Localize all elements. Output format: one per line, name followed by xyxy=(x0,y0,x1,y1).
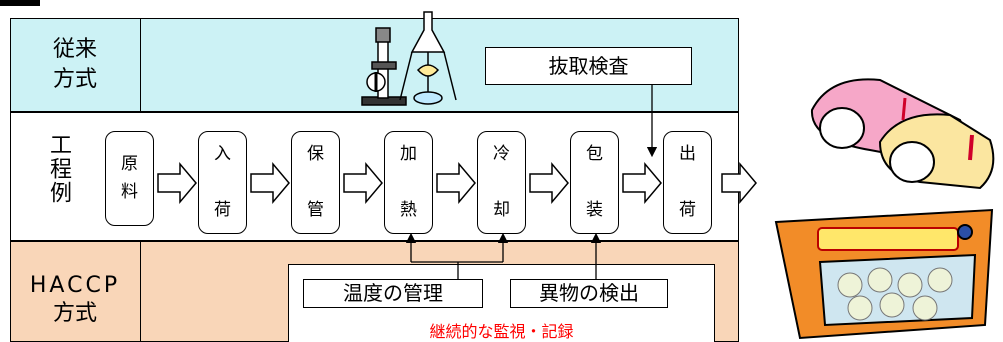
flask-apparatus-icon xyxy=(399,11,457,105)
step-storage-char1: 保 xyxy=(307,144,324,164)
step-receiving: 入 荷 xyxy=(198,131,247,234)
flow-arrow-1 xyxy=(157,161,197,205)
foreign-detection-label: 異物の検出 xyxy=(539,281,639,305)
temperature-control-box: 温度の管理 xyxy=(303,279,483,308)
flow-arrow-3 xyxy=(343,161,383,205)
sausage-package-icon xyxy=(810,78,995,190)
microscope-icon xyxy=(361,27,407,106)
process-label: 工程例 xyxy=(46,133,71,205)
step-shipping-char2: 荷 xyxy=(679,200,696,220)
step-cooling: 冷 却 xyxy=(477,131,526,234)
step-raw-material-char1: 原 xyxy=(121,154,138,174)
temperature-control-label: 温度の管理 xyxy=(343,281,443,305)
continuous-monitoring-text: 継続的な監視・記録 xyxy=(429,322,574,341)
conventional-label: 従来 方式 xyxy=(10,35,140,95)
flow-arrow-6 xyxy=(622,161,662,205)
step-heating-char1: 加 xyxy=(400,144,417,164)
step-shipping: 出 荷 xyxy=(663,131,712,234)
step-packaging: 包 装 xyxy=(570,131,619,234)
flow-arrow-5 xyxy=(529,161,569,205)
flow-arrow-4 xyxy=(436,161,476,205)
sampling-inspection-box: 抜取検査 xyxy=(485,47,692,85)
step-raw-material: 原 料 xyxy=(105,131,154,226)
haccp-label: HACCP 方式 xyxy=(10,272,140,328)
sampling-inspection-label: 抜取検査 xyxy=(548,54,629,78)
foreign-detection-box: 異物の検出 xyxy=(510,279,668,308)
haccp-label-line1: HACCP xyxy=(29,273,121,298)
step-shipping-char1: 出 xyxy=(679,144,696,164)
step-cooling-char1: 冷 xyxy=(493,144,510,164)
shumai-package-icon xyxy=(774,208,994,340)
haccp-divider xyxy=(140,241,141,342)
step-raw-material-char2: 料 xyxy=(121,182,138,202)
step-packaging-char2: 装 xyxy=(586,200,603,220)
conventional-label-line2: 方式 xyxy=(52,67,97,92)
step-receiving-char1: 入 xyxy=(214,144,231,164)
step-heating-char2: 熱 xyxy=(400,200,417,220)
flow-arrow-2 xyxy=(250,161,290,205)
flow-arrow-7 xyxy=(721,161,757,205)
corner-mark xyxy=(0,0,40,6)
conventional-label-line1: 従来 xyxy=(52,37,97,62)
step-storage-char2: 管 xyxy=(307,200,324,220)
step-cooling-char2: 却 xyxy=(493,200,510,220)
conventional-divider xyxy=(140,18,141,112)
step-storage: 保 管 xyxy=(291,131,340,234)
haccp-label-line2: 方式 xyxy=(52,301,97,326)
step-packaging-char1: 包 xyxy=(586,144,603,164)
step-receiving-char2: 荷 xyxy=(214,200,231,220)
